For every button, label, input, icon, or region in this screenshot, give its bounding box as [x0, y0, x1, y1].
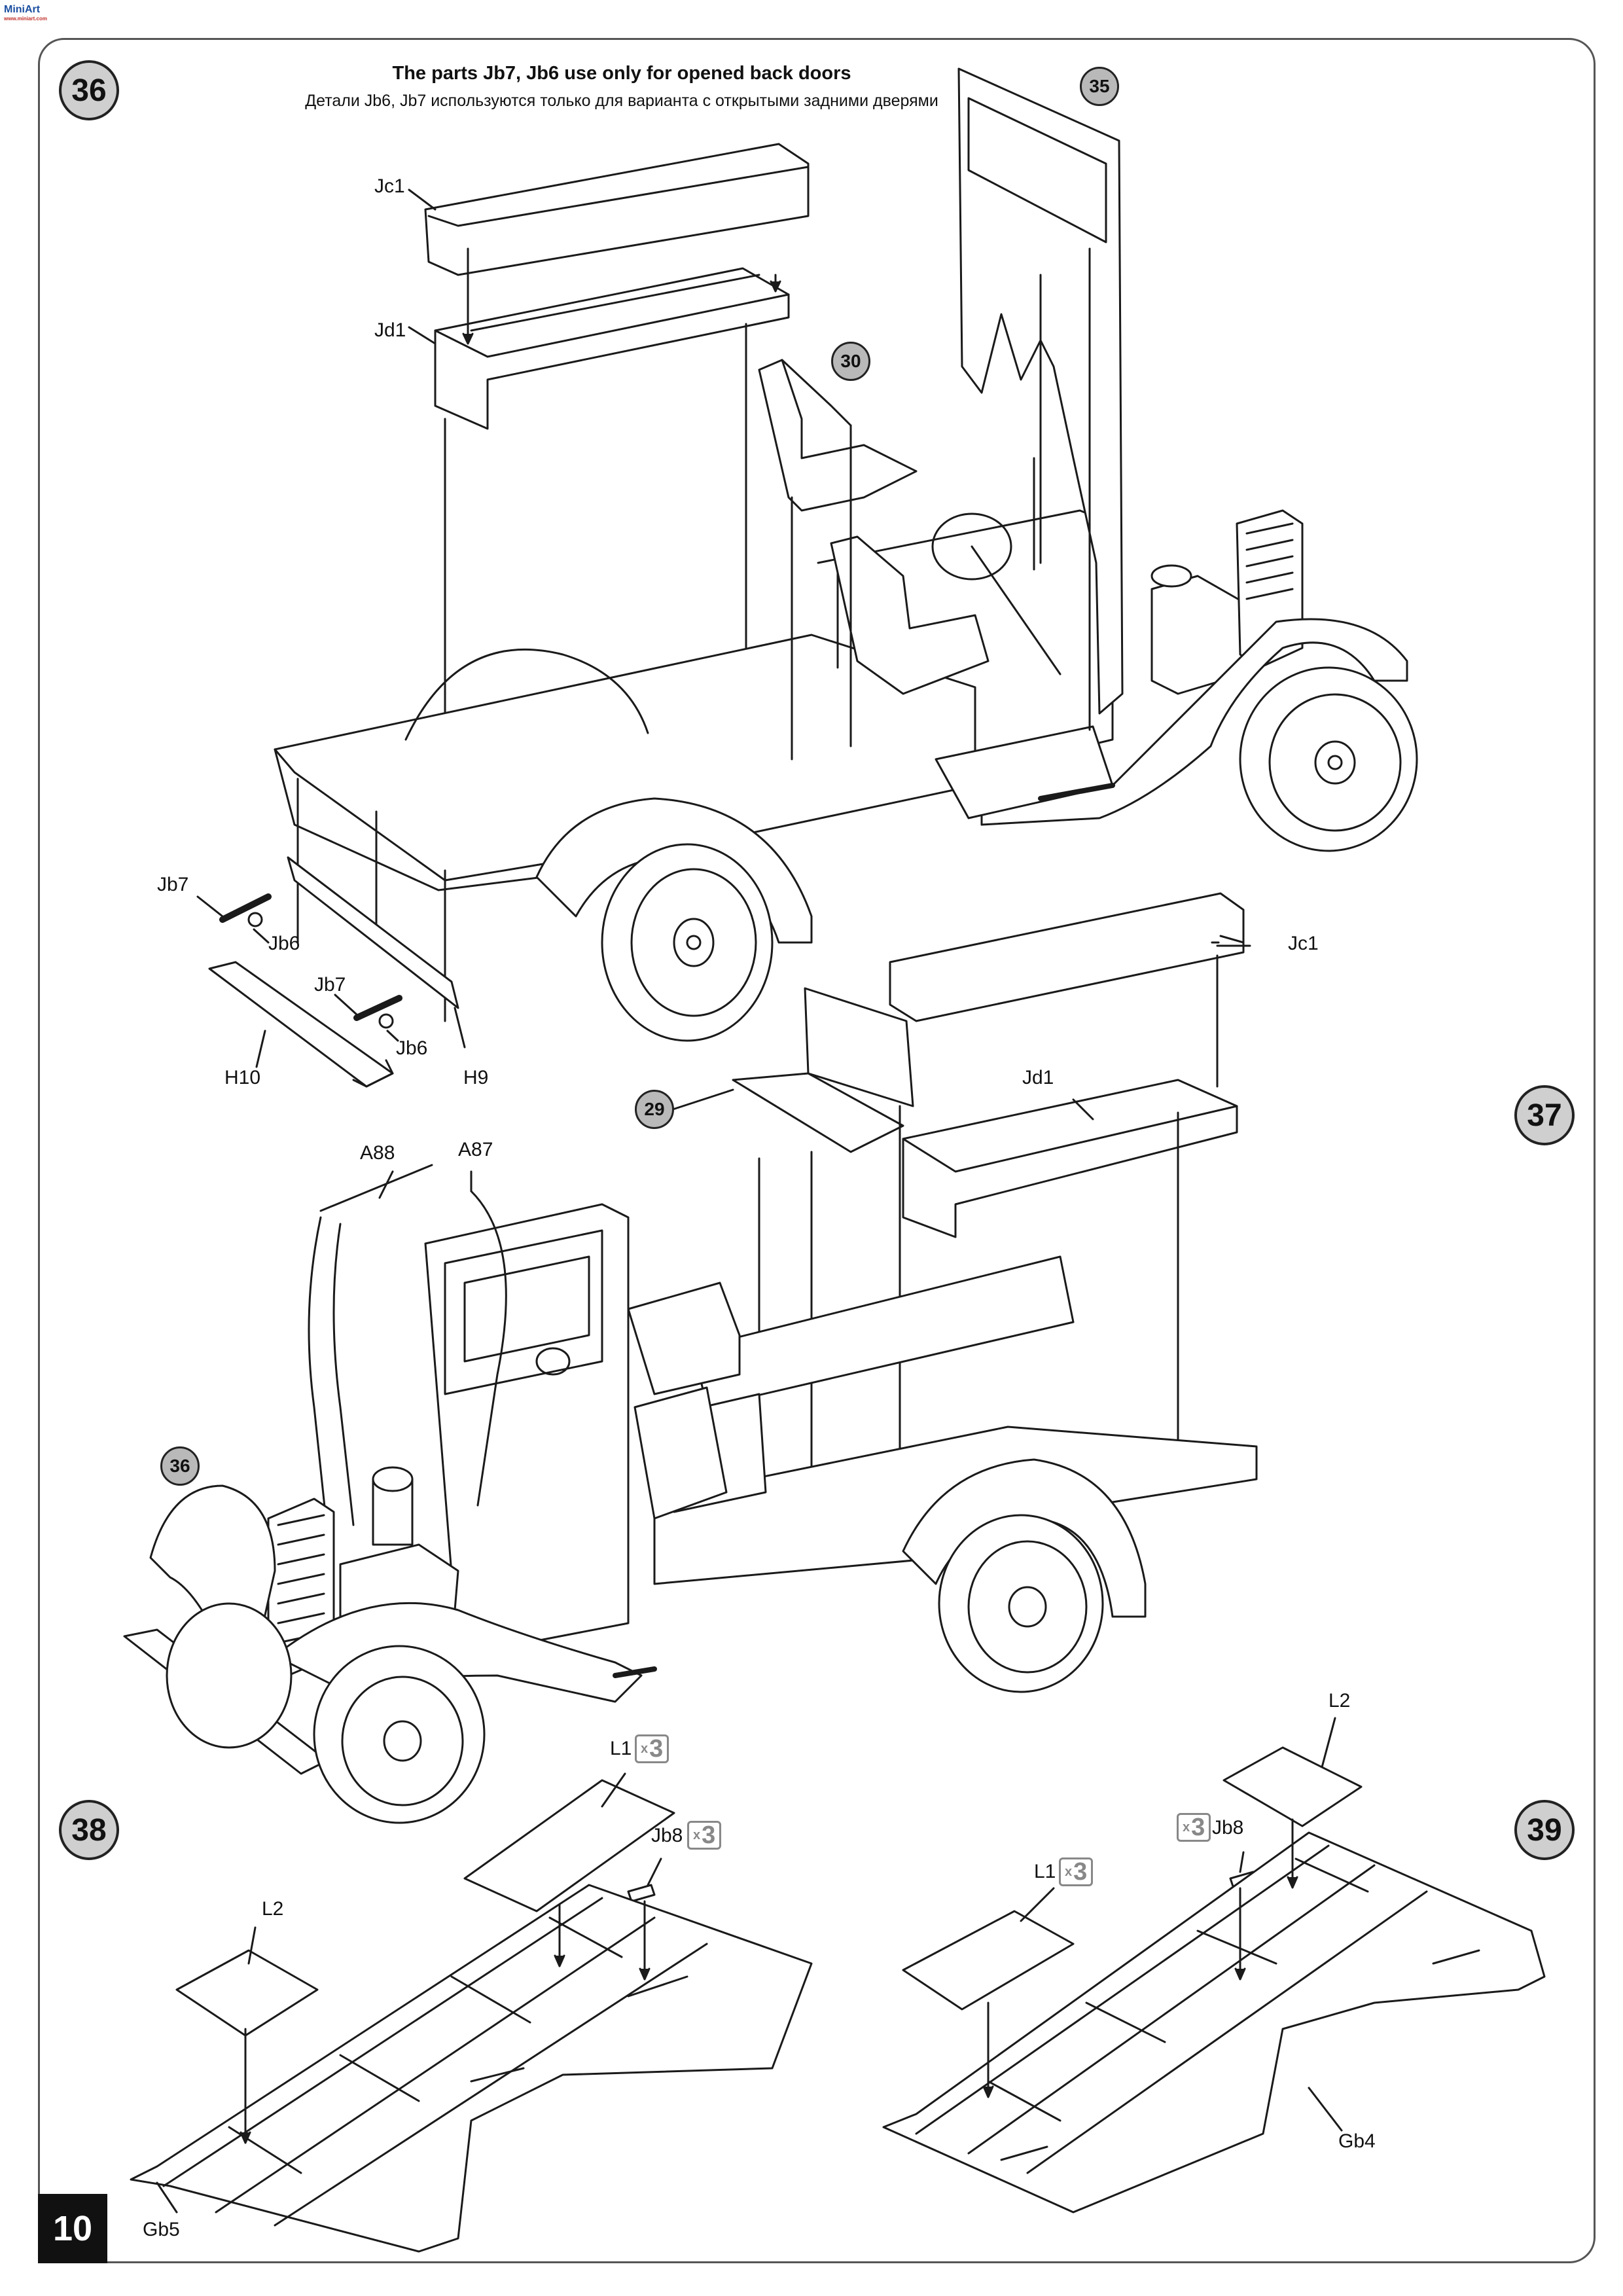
step-39-badge: 39 [1514, 1800, 1575, 1860]
label-jd1-step36: Jd1 [374, 319, 406, 341]
step-38-badge: 38 [59, 1800, 119, 1860]
note-english: The parts Jb7, Jb6 use only for opened b… [392, 63, 851, 84]
step-37-drawing [124, 893, 1257, 1823]
label-jd1-step37: Jd1 [1022, 1067, 1054, 1088]
ref-step-30: 30 [831, 342, 870, 381]
step-36-badge: 36 [59, 60, 119, 120]
label-a88: A88 [360, 1142, 395, 1164]
label-l1-step39: L1 [1034, 1861, 1056, 1882]
step-39-drawing [883, 1718, 1544, 2212]
label-l1-step38: L1 [610, 1738, 632, 1759]
label-h9: H9 [463, 1067, 489, 1088]
step-37-badge: 37 [1514, 1085, 1575, 1145]
publisher-logo: MiniArt www.miniart.com [4, 4, 50, 24]
label-jb8-step38: Jb8 [651, 1825, 683, 1846]
ref-step-36: 36 [160, 1446, 200, 1486]
label-jc1-step37: Jc1 [1288, 933, 1319, 954]
label-gb5: Gb5 [143, 2219, 180, 2240]
label-l2-step38: L2 [262, 1898, 284, 1920]
label-jc1-step36: Jc1 [374, 175, 405, 197]
step-38-drawing [131, 1774, 812, 2251]
page-number: 10 [38, 2194, 107, 2263]
logo-text: MiniArt [4, 4, 41, 15]
label-a87: A87 [458, 1139, 493, 1160]
label-jb8-step39: Jb8 [1212, 1817, 1244, 1839]
step-36-drawing [198, 69, 1417, 1086]
label-jb7-b: Jb7 [314, 974, 346, 996]
label-gb4: Gb4 [1338, 2130, 1376, 2152]
label-jb7-a: Jb7 [157, 874, 189, 895]
page-frame [38, 38, 1596, 2263]
note-russian: Детали Jb6, Jb7 используются только для … [305, 92, 938, 110]
label-l2-step39: L2 [1329, 1690, 1351, 1712]
ref-step-29: 29 [635, 1090, 674, 1129]
ref-step-35: 35 [1080, 67, 1119, 106]
logo-subtext: www.miniart.com [4, 16, 47, 22]
label-jb6-a: Jb6 [268, 933, 300, 954]
label-h10: H10 [224, 1067, 261, 1088]
label-jb6-b: Jb6 [396, 1037, 428, 1059]
